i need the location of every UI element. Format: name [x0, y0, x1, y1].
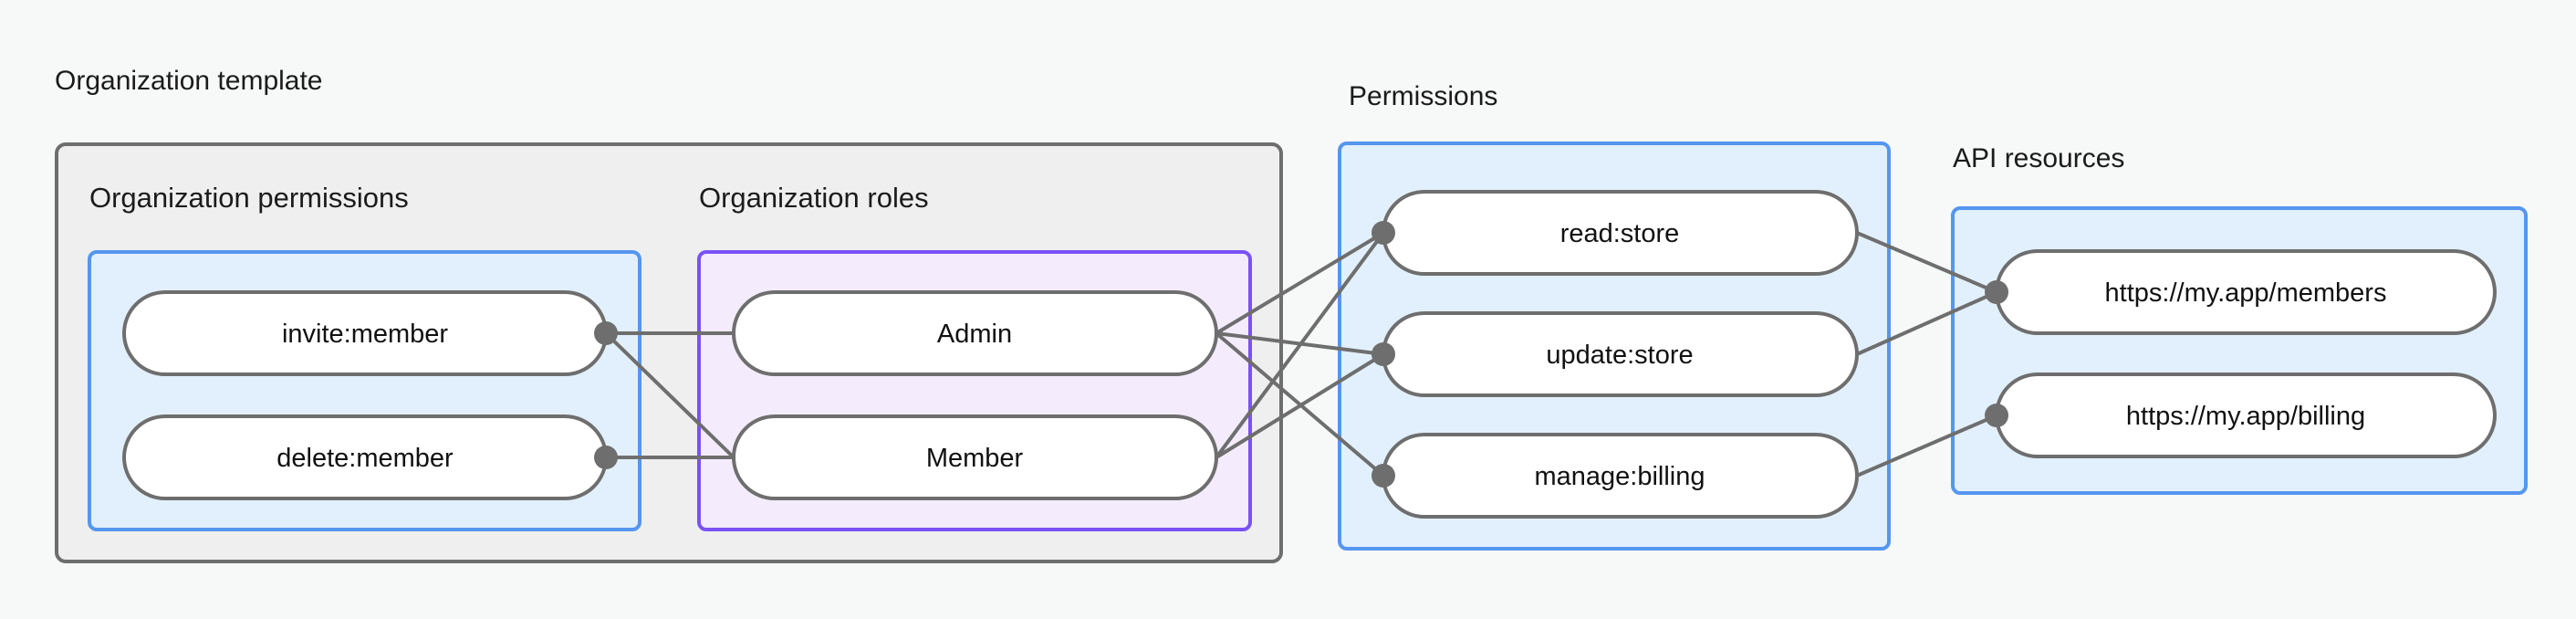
- organization-template-title: Organization template: [55, 66, 323, 96]
- connector-dot-read-store: [1371, 221, 1395, 245]
- connector-dot-update-store: [1371, 342, 1395, 366]
- edge-manage-billing-to-billing-url: [1856, 414, 1997, 477]
- node-invite-member[interactable]: invite:member: [122, 290, 608, 376]
- node-delete-member-label: delete:member: [276, 444, 454, 473]
- organization-roles-title: Organization roles: [699, 182, 929, 214]
- node-member[interactable]: Member: [732, 414, 1218, 500]
- edge-admin-to-read-store: [1215, 231, 1385, 335]
- edge-member-to-read-store: [1215, 231, 1385, 459]
- node-admin[interactable]: Admin: [732, 290, 1218, 376]
- connector-dot-layer: [594, 221, 2008, 488]
- node-update-store[interactable]: update:store: [1382, 311, 1859, 397]
- edge-update-store-to-members-url: [1856, 290, 1997, 356]
- node-members-url[interactable]: https://my.app/members: [1995, 249, 2497, 335]
- node-manage-billing-label: manage:billing: [1534, 462, 1705, 491]
- connector-dot-billing-url: [1985, 404, 2008, 427]
- node-billing-url[interactable]: https://my.app/billing: [1995, 372, 2497, 458]
- node-update-store-label: update:store: [1546, 341, 1693, 370]
- connector-dot-delete-member: [594, 446, 618, 469]
- api-resources-title: API resources: [1953, 143, 2124, 173]
- node-delete-member[interactable]: delete:member: [122, 414, 608, 500]
- node-billing-url-label: https://my.app/billing: [2126, 402, 2365, 431]
- connector-dot-manage-billing: [1371, 464, 1395, 488]
- node-manage-billing[interactable]: manage:billing: [1382, 433, 1859, 519]
- node-members-url-label: https://my.app/members: [2105, 278, 2387, 308]
- node-admin-label: Admin: [937, 320, 1012, 349]
- permissions-title: Permissions: [1349, 81, 1497, 111]
- node-read-store[interactable]: read:store: [1382, 190, 1859, 276]
- edge-invite-member-to-member: [604, 331, 735, 459]
- connector-dot-invite-member: [594, 321, 618, 345]
- edge-member-to-update-store: [1215, 352, 1385, 459]
- node-invite-member-label: invite:member: [282, 320, 448, 349]
- node-read-store-label: read:store: [1560, 219, 1680, 248]
- organization-permissions-title: Organization permissions: [89, 182, 409, 214]
- edge-read-store-to-members-url: [1856, 231, 1997, 294]
- edge-layer: [604, 231, 1997, 477]
- node-member-label: Member: [926, 444, 1024, 473]
- connector-dot-members-url: [1985, 280, 2008, 304]
